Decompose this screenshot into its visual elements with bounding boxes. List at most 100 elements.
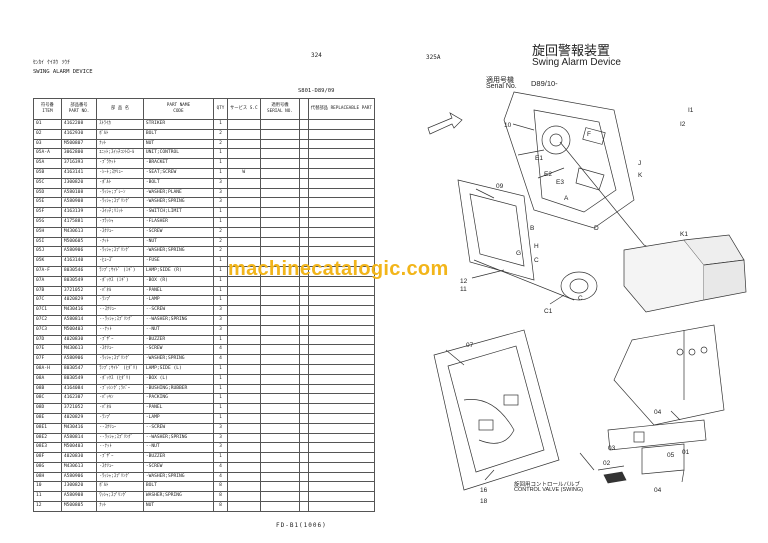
cell-qty: 2 <box>213 138 229 150</box>
cell-code: --WASHER;SPRING <box>142 314 215 326</box>
cell-qty: 3 <box>213 187 229 199</box>
cell-part: 4162930 <box>60 128 98 140</box>
cell-sv <box>227 481 261 493</box>
cell-jp: -ﾊﾟｯｷﾝ <box>96 393 144 405</box>
cell-qty: 2 <box>213 246 229 258</box>
cell-empty <box>299 187 309 199</box>
title-jp-right: 旋回警報装置 <box>532 44 611 59</box>
cell-code: LAMP;SIDE (R) <box>142 265 215 277</box>
cell-empty <box>259 187 301 199</box>
cell-jp: --ｽｸﾘｭｰ <box>96 422 144 434</box>
cell-code: -SEAT;SCREW <box>142 167 215 179</box>
cell-jp: -ｽｲｯﾁ;ﾘﾐｯﾄ <box>96 207 144 218</box>
callout-16: 16 <box>480 487 488 494</box>
cell-empty <box>307 246 376 258</box>
cell-sv <box>227 461 261 473</box>
cell-empty <box>307 344 376 356</box>
cell-empty <box>259 373 301 385</box>
cell-item: 01 <box>33 119 62 130</box>
callout-c-b: C <box>578 295 583 302</box>
cell-empty <box>307 187 376 199</box>
lamp-panel-r <box>457 179 535 281</box>
cell-empty <box>259 501 301 512</box>
cell-jp: ﾅｯﾄ <box>96 138 144 150</box>
cell-empty <box>299 471 309 483</box>
cell-code: -WASHER;SPRING <box>142 471 215 483</box>
cell-item: 07C1 <box>33 305 62 316</box>
cell-qty: 3 <box>213 314 229 326</box>
cell-code: -SCREW <box>142 226 215 238</box>
cell-code: -WASHER;PLANE <box>142 187 215 199</box>
cell-item: 08A-H <box>33 363 62 375</box>
cell-part: 4163140 <box>60 256 98 267</box>
cell-sv <box>227 363 261 375</box>
cell-item: 05H <box>33 226 62 238</box>
cell-code: WASHER;SPRING <box>142 491 215 503</box>
callout-a: A <box>564 195 569 202</box>
callout-03: 03 <box>608 445 616 452</box>
cell-empty <box>299 324 309 336</box>
cell-empty <box>307 295 376 307</box>
cell-qty: 1 <box>213 452 229 463</box>
callout-04a: 04 <box>654 409 662 416</box>
cell-jp: -ﾜｯｼｬ;ｽﾌﾟﾘﾝｸﾞ <box>96 246 144 258</box>
cell-jp: -ｽｸﾘｭｰ <box>96 344 144 356</box>
cell-empty <box>307 363 376 375</box>
cell-item: 05K <box>33 256 62 267</box>
title-en-right: Swing Alarm Device <box>532 57 621 68</box>
cell-qty: 1 <box>213 393 229 405</box>
cell-item: 05G <box>33 216 62 228</box>
cell-code: -NUT <box>142 236 215 248</box>
cell-jp: -ﾗﾝﾌﾟ <box>96 295 144 307</box>
cell-empty <box>307 501 376 512</box>
cell-jp: -ｽｸﾘｭｰ <box>96 226 144 238</box>
cell-qty: 3 <box>213 324 229 336</box>
cell-code: -BUZZER <box>142 334 215 346</box>
cell-sv <box>227 197 261 209</box>
cell-empty <box>299 158 309 169</box>
cell-qty: 1 <box>213 403 229 414</box>
exploded-diagram: 10 E1 E2 E3 A F J K I1 I2 K1 D 09 B H G … <box>427 91 747 505</box>
cell-jp: -ﾌﾞﾗｹｯﾄ <box>96 158 144 169</box>
cell-sv <box>227 148 261 160</box>
cell-sv <box>227 187 261 199</box>
cell-empty <box>259 177 301 189</box>
cell-part: M430416 <box>60 422 98 434</box>
cell-code: -WASHER;SPRING <box>142 246 215 258</box>
cell-qty: 1 <box>213 295 229 307</box>
cell-empty <box>299 501 309 512</box>
cell-sv <box>227 471 261 483</box>
cell-sv <box>227 354 261 365</box>
cell-item: 08E3 <box>33 442 62 454</box>
serial-label-en: Serial No. <box>486 83 517 90</box>
cell-part: J300820 <box>60 481 98 493</box>
cell-qty: 1 <box>213 373 229 385</box>
cell-empty <box>259 236 301 248</box>
cell-empty <box>259 432 301 444</box>
cell-empty <box>307 119 376 130</box>
cell-empty <box>307 422 376 434</box>
cell-jp: ﾅｯﾄ <box>96 501 144 512</box>
cell-jp: -ﾌﾞｯｼﾝｸﾞ;ﾗﾊﾞｰ <box>96 383 144 395</box>
cell-item: 05E <box>33 197 62 209</box>
cell-empty <box>307 412 376 424</box>
cell-item: 02 <box>33 128 62 140</box>
cell-part: 3062800 <box>60 148 98 160</box>
callout-k1: K1 <box>680 231 688 238</box>
cell-jp: -ﾅｯﾄ <box>96 236 144 248</box>
cell-empty <box>259 148 301 160</box>
cell-empty <box>299 148 309 160</box>
